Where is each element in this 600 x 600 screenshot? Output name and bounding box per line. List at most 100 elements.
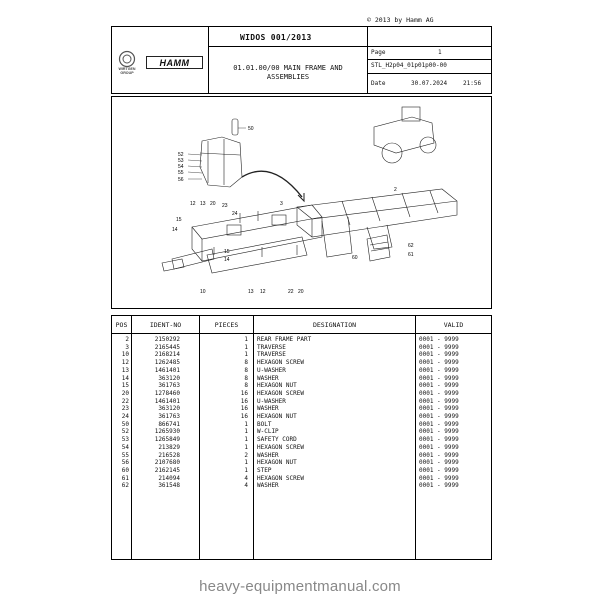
cell-valid: 0001 - 9999 [419, 474, 459, 482]
cell-ident: 2150292 [154, 336, 180, 343]
section-title: 01.01.00/00 MAIN FRAME AND ASSEMBLIES [233, 64, 343, 81]
drawing-code: STL_H2p04_01p01p00-00 [371, 62, 447, 69]
cell-designation: WASHER [257, 451, 279, 459]
wirtgen-logo: WIRTGEN GROUP [115, 50, 139, 76]
cell-ident: 216528 [158, 451, 180, 459]
cell-valid: 0001 - 9999 [419, 343, 459, 351]
callout-label: 56 [178, 177, 184, 183]
cell-designation: W-CLIP [257, 428, 279, 436]
cell-valid: 0001 - 9999 [419, 359, 459, 367]
time-value: 21:56 [463, 80, 482, 87]
callout-label: 13 [248, 289, 254, 295]
callout-label: 2 [394, 187, 397, 193]
cell-designation: HEXAGON NUT [257, 382, 297, 390]
col-header-pieces: PIECES [214, 321, 239, 329]
callout-label: 3 [280, 201, 283, 207]
cell-pos: 60 [121, 466, 129, 474]
cell-pos: 54 [121, 443, 129, 451]
cell-valid: 0001 - 9999 [419, 382, 459, 390]
page-label: Page [371, 49, 386, 56]
header-divider-meta [367, 26, 368, 94]
cell-pos: 22 [121, 397, 129, 405]
col-header-valid: VALID [443, 321, 464, 329]
cell-pos: 3 [125, 343, 129, 351]
footer-watermark: heavy-equipmentmanual.com [199, 578, 401, 595]
cell-pieces: 4 [244, 482, 248, 490]
cell-pieces: 16 [240, 405, 248, 413]
cell-ident: 2168214 [154, 351, 180, 359]
cell-pos: 50 [121, 420, 129, 428]
cell-designation: SAFETY CORD [257, 436, 297, 444]
col-header-pos: POS [115, 321, 128, 329]
cell-valid: 0001 - 9999 [419, 428, 459, 436]
cell-valid: 0001 - 9999 [419, 420, 459, 428]
cell-pieces: 8 [244, 374, 248, 382]
cell-valid: 0001 - 9999 [419, 436, 459, 444]
cell-designation: REAR FRAME PART [257, 336, 312, 343]
cell-pieces: 1 [244, 336, 248, 343]
cell-pieces: 1 [244, 459, 248, 467]
cell-valid: 0001 - 9999 [419, 459, 459, 467]
hamm-logo: HAMM [146, 56, 203, 69]
callout-label: 20 [298, 289, 304, 295]
copyright-notice: © 2013 by Hamm AG [367, 16, 434, 24]
model-title: WIDOS 001/2013 [240, 33, 312, 42]
callout-label: 52 [178, 152, 184, 158]
cell-pieces: 8 [244, 382, 248, 390]
header-divider-meta-1 [367, 46, 492, 47]
callout-label: 14 [224, 257, 230, 263]
cell-ident: 361548 [158, 482, 180, 490]
cell-pieces: 16 [240, 413, 248, 420]
cell-pieces: 16 [240, 397, 248, 405]
cell-ident: 1265930 [154, 428, 180, 436]
cell-designation: HEXAGON SCREW [257, 474, 304, 482]
cell-ident: 1461401 [154, 366, 180, 374]
cell-designation: HEXAGON SCREW [257, 389, 304, 397]
cell-ident: 214094 [158, 474, 180, 482]
header-divider-meta-3 [367, 73, 492, 74]
callout-label: 12 [260, 289, 266, 295]
cell-valid: 0001 - 9999 [419, 482, 459, 490]
cell-designation: U-WASHER [257, 366, 286, 374]
cell-pos: 52 [121, 428, 129, 436]
col-header-designation: DESIGNATION [312, 321, 357, 329]
cell-pos: 62 [121, 482, 129, 490]
cell-valid: 0001 - 9999 [419, 374, 459, 382]
cell-pos: 55 [121, 451, 129, 459]
header-block [111, 26, 492, 94]
col-divider [253, 316, 254, 559]
header-underline [112, 333, 491, 334]
cell-ident: 2165445 [154, 343, 180, 351]
callout-label: 62 [408, 243, 414, 249]
cell-pos: 24 [121, 413, 129, 420]
cell-pos: 61 [121, 474, 129, 482]
cell-designation: U-WASHER [257, 397, 286, 405]
cell-ident: 361763 [158, 382, 180, 390]
cell-pieces: 1 [244, 466, 248, 474]
cell-pieces: 8 [244, 366, 248, 374]
cell-pos: 12 [121, 359, 129, 367]
cell-pos: 53 [121, 436, 129, 444]
cell-ident: 866741 [158, 420, 180, 428]
callout-label: 24 [232, 211, 238, 217]
cell-ident: 2107680 [154, 459, 180, 467]
col-divider [131, 316, 132, 559]
cell-designation: HEXAGON SCREW [257, 359, 304, 367]
cell-valid: 0001 - 9999 [419, 405, 459, 413]
header-divider-logo [208, 26, 209, 94]
header-divider-title [208, 46, 368, 47]
callout-label: 14 [172, 227, 178, 233]
cell-ident: 1262485 [154, 359, 180, 367]
callout-label: 23 [222, 203, 228, 209]
